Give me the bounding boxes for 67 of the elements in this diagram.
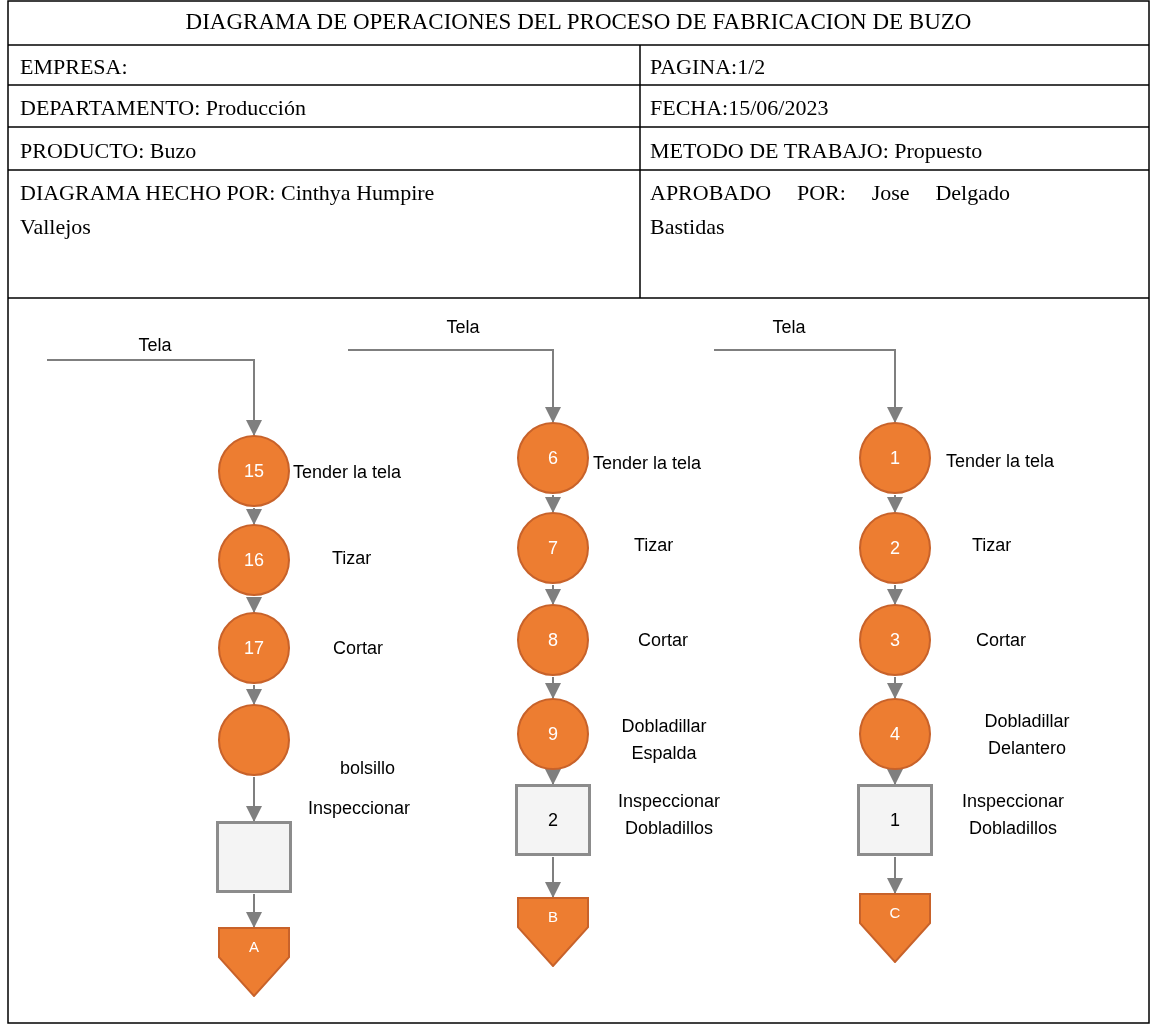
table-cell-text: EMPRESA: [20,53,128,81]
inspection-box [857,784,933,856]
inspection-box [216,821,292,893]
connector-pentagon [218,927,290,997]
table-title: DIAGRAMA DE OPERACIONES DEL PROCESO DE FABRICACION DE BUZO [184,8,973,36]
step-number: 6 [548,449,558,467]
connector-pentagon [859,893,931,963]
connector-pentagon [517,897,589,967]
step-description: Inspeccionar [308,796,411,820]
arrow [713,349,903,423]
arrow [545,584,561,605]
edge-label: Tela [446,318,480,336]
step-description: bolsillo [340,756,396,780]
step-description: Cortar [638,628,688,652]
arrow [887,856,903,894]
step-number: 1 [890,811,900,829]
arrow [545,494,561,513]
arrow [46,359,262,436]
step-description: Tizar [634,533,674,557]
step-number: 4 [890,725,900,743]
arrow [347,349,561,423]
arrow [887,676,903,699]
table-cell-text: DEPARTAMENTO: Producción [20,94,306,122]
edge-label: Tela [772,318,806,336]
arrow [887,769,903,785]
arrow [887,584,903,605]
arrow [246,596,262,613]
step-number: C [889,905,901,920]
step-description: Inspeccionar Dobladillos [616,790,722,840]
step-number: 3 [890,631,900,649]
table-cell-text: FECHA:15/06/2023 [650,94,829,122]
step-description: Tizar [332,546,372,570]
step-number: B [548,909,558,924]
step-description: Dobladillar Delantero [983,710,1071,760]
step-description: Cortar [333,636,383,660]
step-description: Tender la tela [293,460,402,484]
arrow [887,494,903,513]
inspection-box [515,784,591,856]
table-cell-text: PRODUCTO: Buzo [20,137,197,165]
step-number: A [249,939,259,954]
step-number: 17 [244,639,264,657]
arrow [246,776,262,822]
table-cell-text: APROBADO POR: Jose Delgado Bastidas [650,179,1010,242]
step-description: Tender la tela [593,451,702,475]
step-number: 16 [244,551,264,569]
step-number: 2 [890,539,900,557]
table-cell-text: DIAGRAMA HECHO POR: Cinthya Humpire Vallejos [20,179,436,242]
step-number: 1 [890,449,900,467]
table-cell-text: METODO DE TRABAJO: Propuesto [650,137,983,165]
step-number: 15 [244,462,264,480]
edge-label: Tela [138,336,172,354]
step-number: 9 [548,725,558,743]
step-description: Tizar [972,533,1012,557]
arrow [246,684,262,705]
step-description: Dobladillar Espalda [620,715,708,765]
arrow [545,676,561,699]
arrow [545,856,561,898]
step-number: 8 [548,631,558,649]
step-description: Cortar [976,628,1026,652]
step-number: 7 [548,539,558,557]
table-cell-text: PAGINA:1/2 [650,53,766,81]
step-description: Tender la tela [946,449,1055,473]
arrow [246,507,262,525]
arrow [246,893,262,928]
step-number: 2 [548,811,558,829]
step-description: Inspeccionar Dobladillos [960,790,1066,840]
arrow [545,769,561,785]
